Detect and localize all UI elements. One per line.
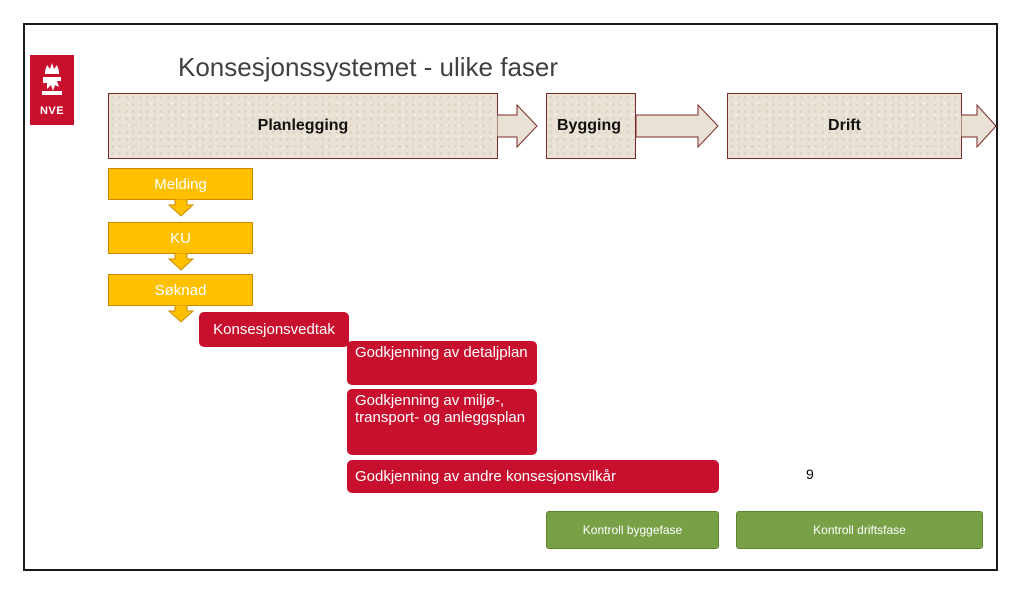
logo-text: NVE	[39, 105, 65, 117]
decision-detaljplan: Godkjenning av detaljplan	[347, 341, 537, 385]
arrow-down-icon	[168, 305, 194, 323]
arrow-down-icon	[168, 199, 194, 217]
step-soknad: Søknad	[108, 274, 253, 306]
step-melding-label: Melding	[154, 175, 207, 193]
step-ku: KU	[108, 222, 253, 254]
step-melding: Melding	[108, 168, 253, 200]
phase-drift: Drift	[727, 93, 962, 159]
decision-andre-vilkaar: Godkjenning av andre konsesjonsvilkår	[347, 460, 719, 493]
phase-bygging: Bygging	[546, 93, 636, 159]
control-driftsfase-label: Kontroll driftsfase	[813, 523, 906, 537]
phase-planlegging: Planlegging	[108, 93, 498, 159]
slide-title: Konsesjonssystemet - ulike faser	[178, 52, 559, 82]
nve-logo: NVE	[30, 55, 74, 125]
control-byggefase-label: Kontroll byggefase	[582, 523, 683, 537]
phase-arrow-icon	[636, 104, 719, 148]
control-byggefase: Kontroll byggefase	[546, 511, 719, 549]
control-driftsfase: Kontroll driftsfase	[736, 511, 983, 549]
step-soknad-label: Søknad	[154, 281, 207, 299]
phase-planlegging-label: Planlegging	[257, 117, 349, 134]
phase-bygging-label: Bygging	[557, 117, 621, 134]
arrow-down-icon	[168, 253, 194, 271]
decision-konsesjonsvedtak: Konsesjonsvedtak	[199, 312, 349, 347]
slide-number: 9	[806, 466, 814, 482]
phase-arrow-icon	[497, 104, 538, 148]
step-ku-label: KU	[170, 229, 191, 247]
decision-mtaplan: Godkjenning av miljø-, transport- og anl…	[347, 389, 537, 455]
phase-arrow-icon	[961, 104, 997, 148]
crown-lion-icon	[42, 63, 62, 95]
phase-drift-label: Drift	[828, 117, 861, 134]
